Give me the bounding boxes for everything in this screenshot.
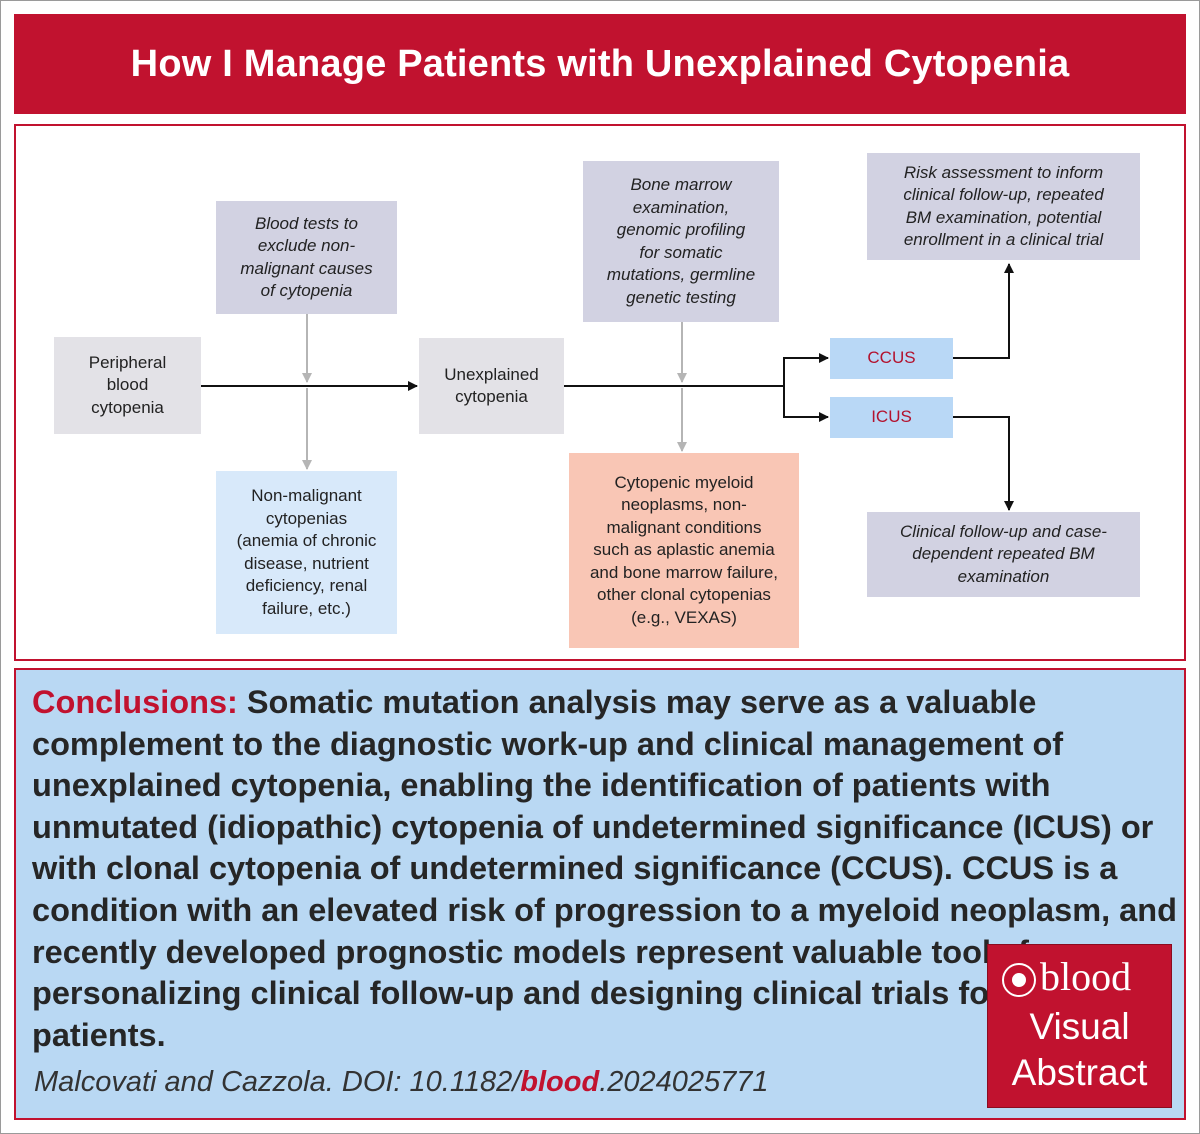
conclusions-panel: Conclusions: Somatic mutation analysis m…	[14, 668, 1186, 1120]
blood-visual-abstract-logo: blood Visual Abstract	[987, 944, 1172, 1108]
arrow-to-ccus	[783, 353, 829, 386]
myeloid-neoplasms-box: Cytopenic myeloid neoplasms, non- malign…	[569, 453, 799, 648]
arrow-icus-to-followup	[953, 416, 1014, 511]
peripheral-blood-cytopenia-box: Peripheral blood cytopenia	[54, 337, 201, 434]
flowchart-panel: Peripheral blood cytopenia Blood tests t…	[14, 124, 1186, 661]
flow-arrows	[201, 263, 1014, 511]
icus-box: ICUS	[830, 397, 953, 438]
blood-tests-box: Blood tests to exclude non- malignant ca…	[216, 201, 397, 314]
conclusions-body: Somatic mutation analysis may serve as a…	[32, 684, 1177, 1053]
citation-prefix: Malcovati and Cazzola. DOI: 10.1182/	[34, 1066, 521, 1098]
citation: Malcovati and Cazzola. DOI: 10.1182/bloo…	[34, 1066, 769, 1099]
society-seal-icon	[1002, 963, 1036, 997]
non-malignant-cytopenias-box: Non-malignant cytopenias (anemia of chro…	[216, 471, 397, 634]
logo-line-abstract: Abstract	[1011, 1052, 1148, 1093]
risk-assessment-box: Risk assessment to inform clinical follo…	[867, 153, 1140, 260]
unexplained-cytopenia-box: Unexplained cytopenia	[419, 338, 564, 434]
citation-journal: blood	[520, 1066, 600, 1098]
clinical-follow-up-box: Clinical follow-up and case- dependent r…	[867, 512, 1140, 597]
logo-line-visual: Visual	[1029, 1006, 1130, 1047]
conclusions-paragraph: Conclusions: Somatic mutation analysis m…	[32, 682, 1182, 1056]
ccus-box: CCUS	[830, 338, 953, 379]
conclusions-label: Conclusions:	[32, 684, 238, 720]
page-title: How I Manage Patients with Unexplained C…	[130, 42, 1070, 85]
citation-suffix: .2024025771	[599, 1066, 769, 1098]
arrow-ccus-to-risk	[953, 263, 1014, 359]
arrow-to-icus	[783, 386, 829, 422]
title-banner: How I Manage Patients with Unexplained C…	[14, 14, 1186, 114]
logo-brand: blood	[1040, 954, 1132, 999]
bone-marrow-examination-box: Bone marrow examination, genomic profili…	[583, 161, 779, 322]
